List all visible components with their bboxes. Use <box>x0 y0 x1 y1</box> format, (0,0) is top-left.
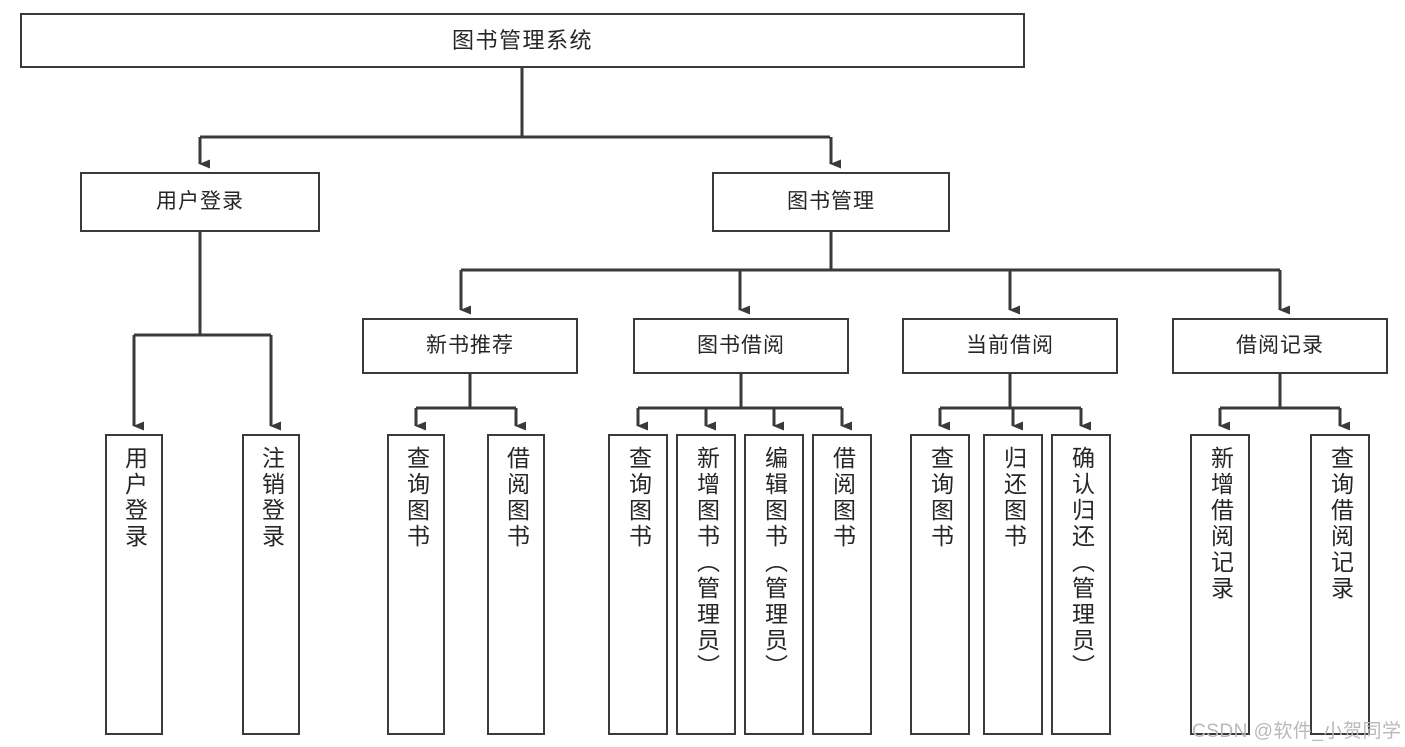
node-label: 借阅图书 <box>829 446 856 550</box>
node-leaf-add-book[interactable]: 新增图书（管理员） <box>676 434 736 735</box>
node-label: 借阅记录 <box>1236 333 1324 357</box>
node-root-system[interactable]: 图书管理系统 <box>20 13 1025 68</box>
node-label: 图书借阅 <box>697 333 785 357</box>
node-label: 查询图书 <box>625 446 652 550</box>
node-leaf-add-borrow-record[interactable]: 新增借阅记录 <box>1190 434 1250 735</box>
node-label: 归还图书 <box>1000 446 1027 550</box>
node-label: 新增借阅记录 <box>1207 446 1234 602</box>
node-leaf-borrow-book-2[interactable]: 借阅图书 <box>812 434 872 735</box>
node-leaf-edit-book[interactable]: 编辑图书（管理员） <box>744 434 804 735</box>
node-label: 注销登录 <box>258 446 285 550</box>
node-label: 图书管理系统 <box>451 27 593 53</box>
node-label: 新书推荐 <box>426 333 514 357</box>
node-leaf-return-book[interactable]: 归还图书 <box>983 434 1043 735</box>
node-leaf-logout[interactable]: 注销登录 <box>242 434 300 735</box>
watermark-text: CSDN @软件_小贺同学 <box>1192 721 1402 742</box>
node-leaf-query-book-2[interactable]: 查询图书 <box>608 434 668 735</box>
node-label: 图书管理 <box>787 189 875 213</box>
node-label: 编辑图书（管理员） <box>761 446 788 680</box>
node-label: 新增图书（管理员） <box>693 446 720 680</box>
node-label: 查询图书 <box>927 446 954 550</box>
node-borrow-records[interactable]: 借阅记录 <box>1172 318 1388 374</box>
node-book-manage[interactable]: 图书管理 <box>712 172 950 232</box>
node-label: 确认归还（管理员） <box>1068 446 1095 680</box>
node-leaf-query-book-1[interactable]: 查询图书 <box>387 434 445 735</box>
node-leaf-user-login[interactable]: 用户登录 <box>105 434 163 735</box>
node-book-borrow[interactable]: 图书借阅 <box>633 318 849 374</box>
node-label: 查询借阅记录 <box>1327 446 1354 602</box>
node-current-borrow[interactable]: 当前借阅 <box>902 318 1118 374</box>
node-user-login[interactable]: 用户登录 <box>80 172 320 232</box>
node-new-book-recommend[interactable]: 新书推荐 <box>362 318 578 374</box>
node-leaf-confirm-return[interactable]: 确认归还（管理员） <box>1051 434 1111 735</box>
node-leaf-query-book-3[interactable]: 查询图书 <box>910 434 970 735</box>
node-leaf-borrow-book-1[interactable]: 借阅图书 <box>487 434 545 735</box>
node-label: 查询图书 <box>403 446 430 550</box>
node-label: 当前借阅 <box>966 333 1054 357</box>
node-label: 用户登录 <box>121 446 148 550</box>
node-label: 用户登录 <box>156 189 244 213</box>
node-leaf-query-borrow-record[interactable]: 查询借阅记录 <box>1310 434 1370 735</box>
node-label: 借阅图书 <box>503 446 530 550</box>
